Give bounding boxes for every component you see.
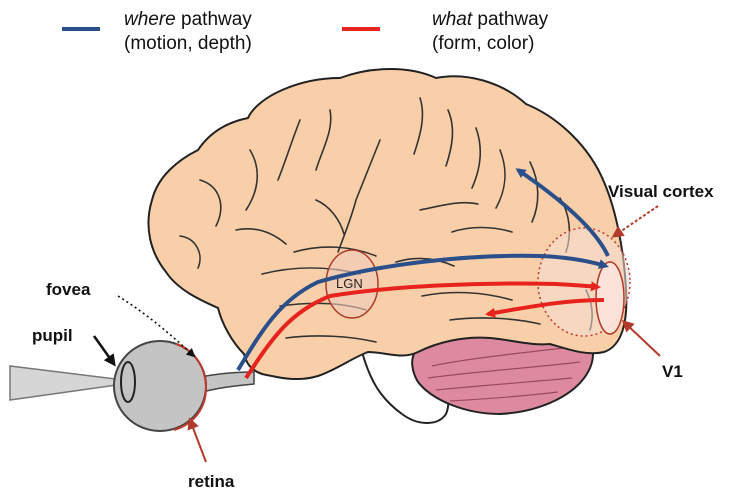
legend-what-rest: pathway	[472, 9, 548, 30]
legend-what-line2: (form, color)	[432, 32, 548, 56]
legend-where: where pathway (motion, depth)	[124, 8, 252, 56]
legend-where-italic: where	[124, 9, 176, 30]
v1-pointer	[624, 322, 660, 356]
fovea-label: fovea	[46, 280, 90, 300]
legend-where-rest: pathway	[176, 9, 252, 30]
legend-what-line1: what pathway	[432, 8, 548, 32]
v1-region	[596, 262, 624, 334]
visual-cortex-label: Visual cortex	[608, 182, 714, 202]
legend-where-line2: (motion, depth)	[124, 32, 252, 56]
pupil-label: pupil	[32, 326, 73, 346]
legend-what: what pathway (form, color)	[432, 8, 548, 56]
visual-cortex-pointer	[614, 206, 658, 236]
retina-label: retina	[188, 472, 234, 492]
lgn-label: LGN	[336, 276, 363, 291]
light-cone-icon	[10, 366, 124, 400]
pupil-pointer	[94, 336, 114, 364]
brain-icon	[148, 69, 626, 379]
v1-label: V1	[662, 362, 683, 382]
retina-pointer	[190, 420, 206, 462]
legend-what-italic: what	[432, 9, 472, 30]
pupil-icon	[121, 362, 135, 402]
legend-where-line1: where pathway	[124, 8, 252, 32]
